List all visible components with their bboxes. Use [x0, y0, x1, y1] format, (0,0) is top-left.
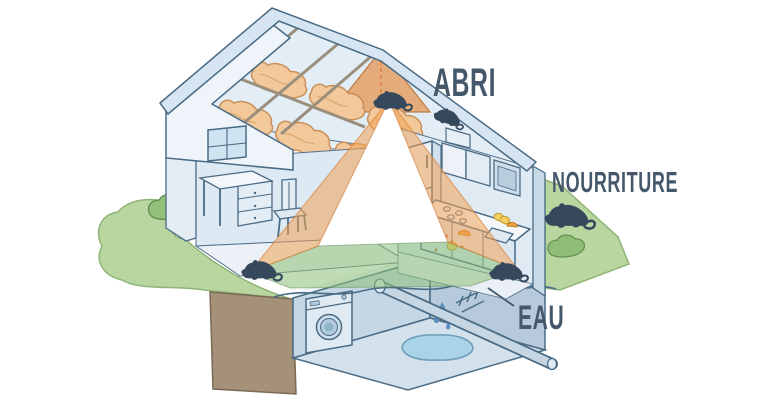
wall-cracks-icon	[455, 288, 485, 313]
kitchen-cabinets	[441, 127, 521, 197]
lawn-left	[97, 198, 292, 300]
window	[207, 125, 247, 162]
washing-machine	[305, 290, 353, 354]
triangle-interior	[318, 100, 448, 246]
label-food: NOURRITURE	[552, 167, 679, 199]
bedroom-chair	[272, 178, 308, 238]
soil-cross-section	[209, 291, 297, 395]
label-water: EAU	[518, 299, 565, 337]
eau-pointer-line	[487, 287, 515, 307]
bedroom-desk	[197, 170, 275, 227]
kitchen-right-wall	[532, 164, 546, 298]
triangle-leg-right	[388, 99, 520, 272]
wall-corner-strip	[165, 157, 197, 242]
triangle-leg-left	[248, 99, 390, 274]
counter-food-scraps	[493, 212, 518, 228]
water-puddle	[401, 334, 474, 361]
roof	[158, 7, 538, 172]
label-shelter: ABRI	[433, 61, 497, 105]
triangle-overlay	[248, 99, 520, 289]
leaking-pipe	[373, 278, 558, 371]
